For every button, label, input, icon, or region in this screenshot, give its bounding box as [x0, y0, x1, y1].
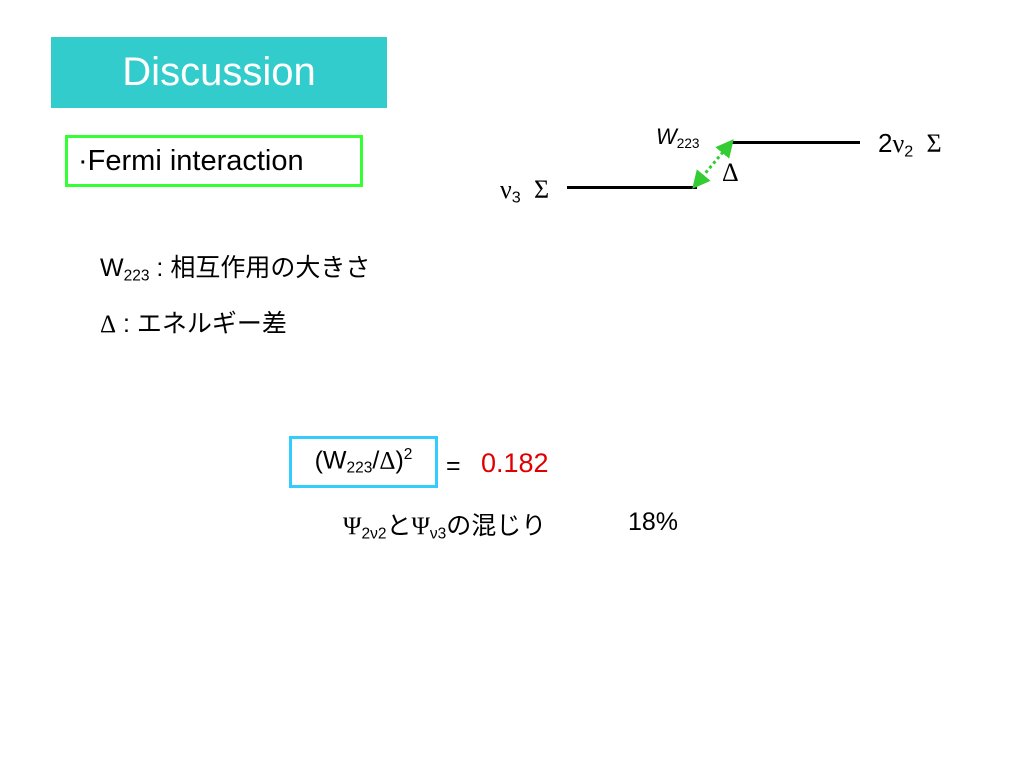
equation-value: 0.182 — [481, 448, 549, 478]
mixing-statement: Ψ2ν2とΨν3の混じり — [343, 512, 547, 543]
equals-sign: = — [446, 452, 461, 480]
mixing-percent: 18% — [628, 508, 679, 536]
slide-title: Discussion — [51, 37, 387, 108]
upper-level-line — [732, 141, 860, 144]
equation-ratio: (W223/Δ)2 — [314, 446, 413, 477]
definition-delta: Δ : エネルギー差 — [100, 310, 287, 338]
delta-label: Δ — [722, 158, 739, 187]
definition-w: W223 : 相互作用の大きさ — [100, 254, 371, 285]
equation-box: (W223/Δ)2 — [289, 436, 438, 488]
section-label-box: ·Fermi interaction — [65, 135, 363, 187]
section-label: ·Fermi interaction — [78, 144, 304, 177]
upper-level-label: 2ν2 Σ — [878, 128, 942, 161]
lower-level-label: ν3 Σ — [500, 175, 550, 207]
coupling-arrow — [692, 139, 734, 189]
lower-level-line — [567, 186, 697, 189]
